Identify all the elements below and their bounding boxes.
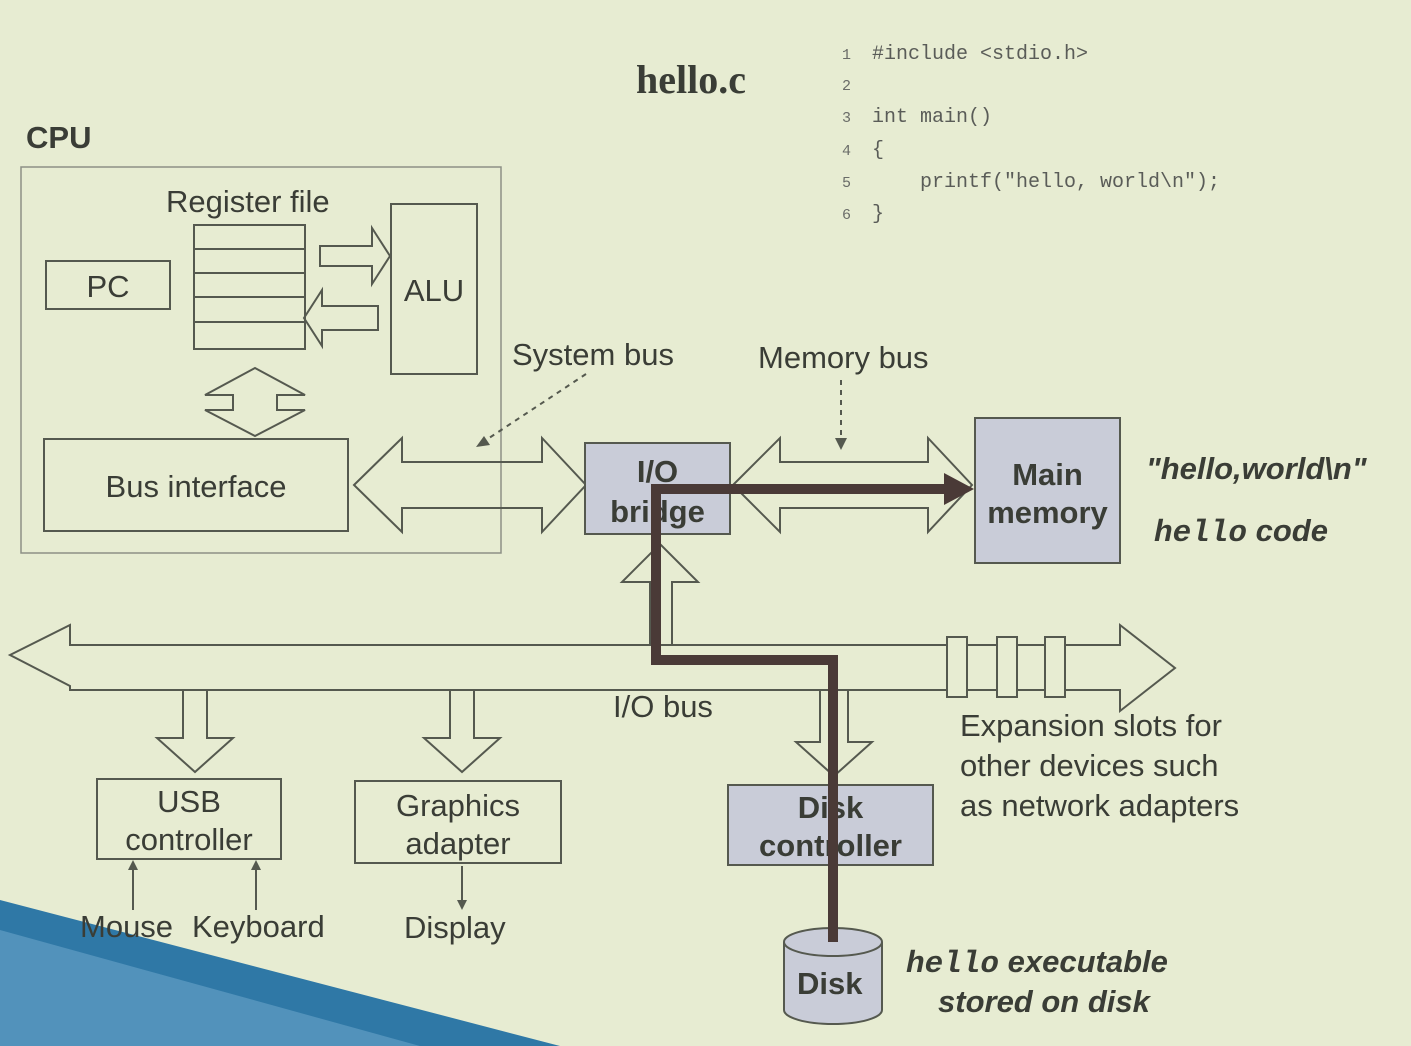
reg-bus-arrow <box>204 366 306 438</box>
main-memory-label-line1: Main <box>1012 457 1083 492</box>
usb-controller-box: USB controller <box>96 778 282 860</box>
code-line: printf("hello, world\n"); <box>872 171 1221 194</box>
io-bus-label: I/O bus <box>613 689 713 724</box>
code-line-number: 1 <box>842 47 852 64</box>
disk-controller-box: Disk controller <box>727 784 934 866</box>
alu-to-reg-arrow <box>302 286 379 350</box>
usb-drop-arrow <box>154 689 236 774</box>
display-arrow-head <box>457 900 467 910</box>
io-bridge-box: I/O bridge <box>584 442 731 535</box>
memory-bus-arrow <box>731 435 974 535</box>
cpu-container <box>20 166 502 554</box>
mouse-label: Mouse <box>80 909 174 944</box>
code-line-number: 5 <box>842 175 852 192</box>
cpu-label: CPU <box>26 120 92 155</box>
graphics-drop-arrow <box>421 689 503 774</box>
keyboard-label: Keyboard <box>192 909 325 944</box>
memory-bus-label: Memory bus <box>758 340 929 375</box>
expansion-line2: other devices such <box>960 748 1219 783</box>
main-memory-box: Main memory <box>974 417 1121 564</box>
disk-caption-line1: hello executable <box>906 946 1168 980</box>
io-bridge-label-line2: bridge <box>610 494 705 529</box>
expansion-line3: as network adapters <box>960 788 1240 823</box>
code-line-number: 2 <box>842 78 852 95</box>
display-label: Display <box>404 910 506 945</box>
disk-controller-line2: controller <box>759 828 902 863</box>
graphics-adapter-box: Graphics adapter <box>354 780 562 864</box>
register-file-label: Register file <box>166 184 330 219</box>
io-bus-arrow <box>7 622 1177 714</box>
usb-controller-line2: controller <box>125 822 253 857</box>
disk-caption-prefix: hello <box>906 947 1000 982</box>
reg-to-alu-arrow <box>319 224 392 288</box>
graphics-adapter-line1: Graphics <box>395 788 521 823</box>
mouse-arrow-head <box>128 860 138 870</box>
memory-bus-callout-head <box>835 438 847 450</box>
keyboard-arrow-head <box>251 860 261 870</box>
bus-interface-label: Bus interface <box>105 469 287 504</box>
disk-drop-arrow <box>793 689 875 778</box>
memory-code-label: hello code <box>1154 515 1328 549</box>
main-memory-label-line2: memory <box>987 495 1108 530</box>
disk-caption-line2: stored on disk <box>938 984 1150 1019</box>
memory-string-label: "hello,world\n" <box>1146 451 1367 486</box>
usb-controller-line1: USB <box>157 784 221 819</box>
bridge-bus-arrow <box>619 542 701 646</box>
memory-code-prefix: hello <box>1154 516 1248 551</box>
memory-code-suffix: code <box>1247 513 1328 548</box>
slide-title: hello.c <box>636 57 746 102</box>
disk-controller-line1: Disk <box>797 790 864 825</box>
io-bridge-label-line1: I/O <box>636 454 679 489</box>
system-bus-callout-head <box>476 436 490 447</box>
alu-label: ALU <box>403 273 465 308</box>
bus-interface-box: Bus interface <box>43 438 349 532</box>
system-bus-label: System bus <box>512 337 674 372</box>
expansion-line1: Expansion slots for <box>960 708 1222 743</box>
disk-caption-suffix: executable <box>999 944 1168 979</box>
corner-accent-light <box>0 930 420 1046</box>
code-line-number: 6 <box>842 207 852 224</box>
system-bus-arrow <box>352 435 588 535</box>
disk-label: Disk <box>797 966 863 1001</box>
code-line: { <box>872 139 885 162</box>
system-bus-callout <box>479 373 587 445</box>
alu-box: ALU <box>390 203 478 375</box>
graphics-adapter-line2: adapter <box>405 826 511 861</box>
code-line: #include <stdio.h> <box>872 43 1089 66</box>
pc-box: PC <box>45 260 171 310</box>
code-line-number: 3 <box>842 110 852 127</box>
code-line: int main() <box>872 106 993 129</box>
register-file-stack <box>193 224 306 350</box>
code-line-number: 4 <box>842 143 852 160</box>
expansion-slots <box>946 636 1066 698</box>
code-line: } <box>872 203 885 226</box>
pc-label: PC <box>86 269 130 304</box>
